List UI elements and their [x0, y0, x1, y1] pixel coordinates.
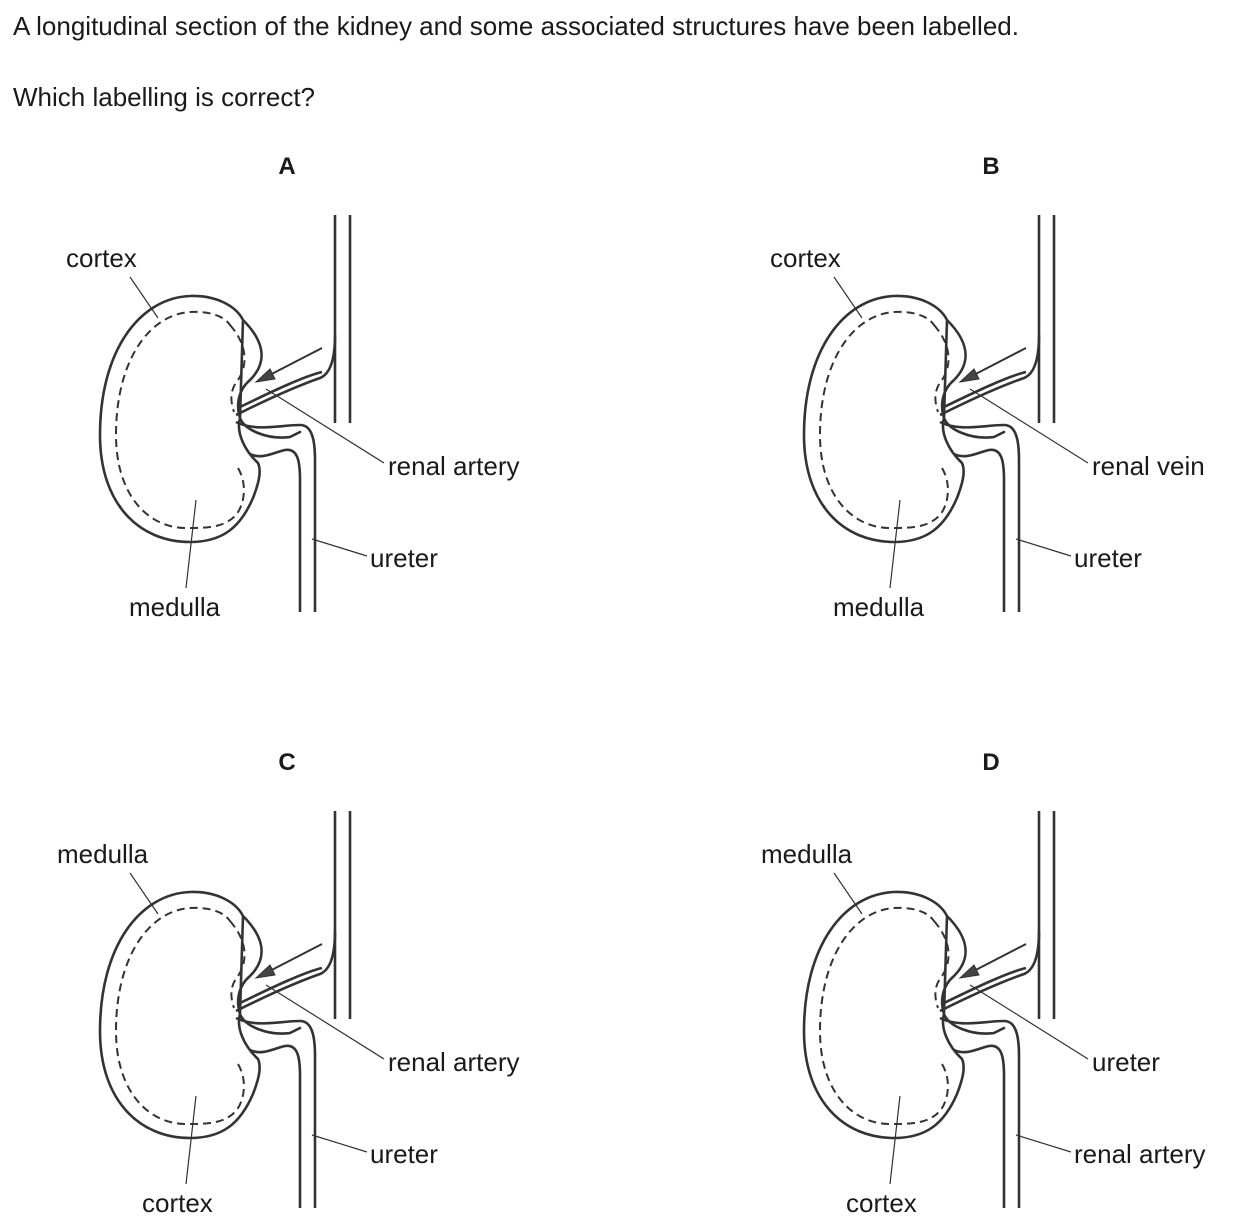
label-top-left: medulla: [57, 839, 149, 869]
label-upper-right: renal artery: [388, 451, 520, 481]
leader-lower-right: [311, 1134, 368, 1153]
question-text: A longitudinal section of the kidney and…: [13, 11, 1019, 41]
label-lower-right: ureter: [370, 1139, 438, 1169]
kidney-outline: [98, 294, 302, 544]
inner-boundary: [114, 906, 246, 1126]
vena-cava: [333, 811, 352, 1019]
option-a-diagram: A cortex medulla renal artery ureter: [0, 150, 560, 630]
inner-boundary: [818, 906, 950, 1126]
upper-vessel: [939, 334, 1041, 417]
kidney-diagram-d: [802, 811, 1089, 1208]
vena-cava: [1037, 215, 1056, 423]
option-letter: B: [982, 153, 1000, 180]
inner-boundary: [114, 310, 246, 530]
lower-vessel: [939, 1016, 1021, 1208]
kidney-diagram-b: [802, 215, 1089, 612]
leader-top-left: [129, 872, 159, 915]
label-upper-right: renal artery: [388, 1047, 520, 1077]
label-upper-right: renal vein: [1092, 451, 1205, 481]
label-upper-right: ureter: [1092, 1047, 1160, 1077]
option-letter: C: [278, 749, 296, 776]
flow-arrow-head: [254, 964, 276, 979]
label-bottom: medulla: [833, 592, 925, 622]
label-bottom: medulla: [129, 592, 221, 622]
kidney-diagram-c: [98, 811, 385, 1208]
upper-vessel: [235, 334, 337, 417]
leader-bottom: [185, 499, 197, 589]
leader-lower-right: [1015, 1134, 1072, 1153]
label-lower-right: ureter: [370, 543, 438, 573]
flow-arrow-head: [254, 368, 276, 383]
leader-bottom: [889, 499, 901, 589]
upper-vessel: [235, 930, 337, 1013]
leader-bottom: [889, 1095, 901, 1185]
leader-bottom: [185, 1095, 197, 1185]
lower-vessel: [235, 420, 317, 612]
leader-upper-right: [969, 388, 1089, 464]
label-lower-right: renal artery: [1074, 1139, 1206, 1169]
upper-vessel: [939, 930, 1041, 1013]
label-bottom: cortex: [846, 1188, 917, 1218]
leader-upper-right: [265, 388, 385, 464]
leader-top-left: [833, 276, 863, 319]
flow-arrow-head: [958, 964, 980, 979]
option-d-diagram: D medulla cortex ureter renal artery: [704, 746, 1238, 1226]
kidney-diagram-a: [98, 215, 385, 612]
option-letter: A: [278, 153, 296, 180]
leader-lower-right: [311, 538, 368, 557]
vena-cava: [333, 215, 352, 423]
option-b-diagram: B cortex medulla renal vein ureter: [704, 150, 1238, 630]
inner-boundary: [818, 310, 950, 530]
leader-top-left: [833, 872, 863, 915]
question-prompt: Which labelling is correct?: [13, 82, 316, 112]
vena-cava: [1037, 811, 1056, 1019]
kidney-outline: [98, 890, 302, 1140]
label-lower-right: ureter: [1074, 543, 1142, 573]
flow-arrow-head: [958, 368, 980, 383]
leader-lower-right: [1015, 538, 1072, 557]
label-bottom: cortex: [142, 1188, 213, 1218]
leader-upper-right: [265, 984, 385, 1060]
kidney-outline: [802, 294, 1006, 544]
leader-top-left: [129, 276, 159, 319]
label-top-left: cortex: [770, 243, 841, 273]
lower-vessel: [939, 420, 1021, 612]
option-letter: D: [982, 749, 1000, 776]
kidney-outline: [802, 890, 1006, 1140]
option-c-diagram: C medulla cortex renal artery ureter: [0, 746, 560, 1226]
lower-vessel: [235, 1016, 317, 1208]
label-top-left: medulla: [761, 839, 853, 869]
label-top-left: cortex: [66, 243, 137, 273]
leader-upper-right: [969, 984, 1089, 1060]
